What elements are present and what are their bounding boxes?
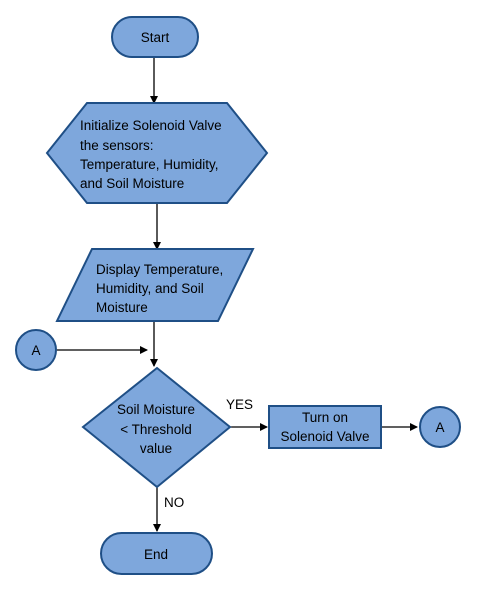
decision-line-2: < Threshold [120,422,191,437]
initialize-line-4: and Soil Moisture [80,176,184,191]
end-node: End [100,532,213,575]
turn-on-valve-node: Turn on Solenoid Valve [268,405,382,449]
display-line-1: Display Temperature, [96,262,223,277]
display-line-3: Moisture [96,300,148,315]
initialize-line-2: the sensors: [80,138,154,153]
yes-label: YES [226,397,253,412]
initialize-line-3: Temperature, Humidity, [80,157,219,172]
display-node: Display Temperature, Humidity, and Soil … [55,248,255,322]
connector-a-out-label: A [435,420,444,435]
display-line-2: Humidity, and Soil [96,281,204,296]
initialize-node: Initialize Solenoid Valve the sensors: T… [45,102,269,204]
decision-line-1: Soil Moisture [117,402,195,417]
start-label: Start [141,30,170,45]
connector-a-in-label: A [31,343,40,358]
start-node: Start [111,16,199,58]
turn-on-valve-line-2: Solenoid Valve [280,429,369,444]
decision-line-3: value [140,441,172,456]
initialize-line-1: Initialize Solenoid Valve [80,118,222,133]
decision-node: Soil Moisture < Threshold value [81,366,232,489]
turn-on-valve-line-1: Turn on [302,410,348,425]
no-label: NO [164,495,184,510]
connector-a-out: A [419,406,461,448]
connector-a-in: A [15,329,57,371]
end-label: End [144,547,168,562]
